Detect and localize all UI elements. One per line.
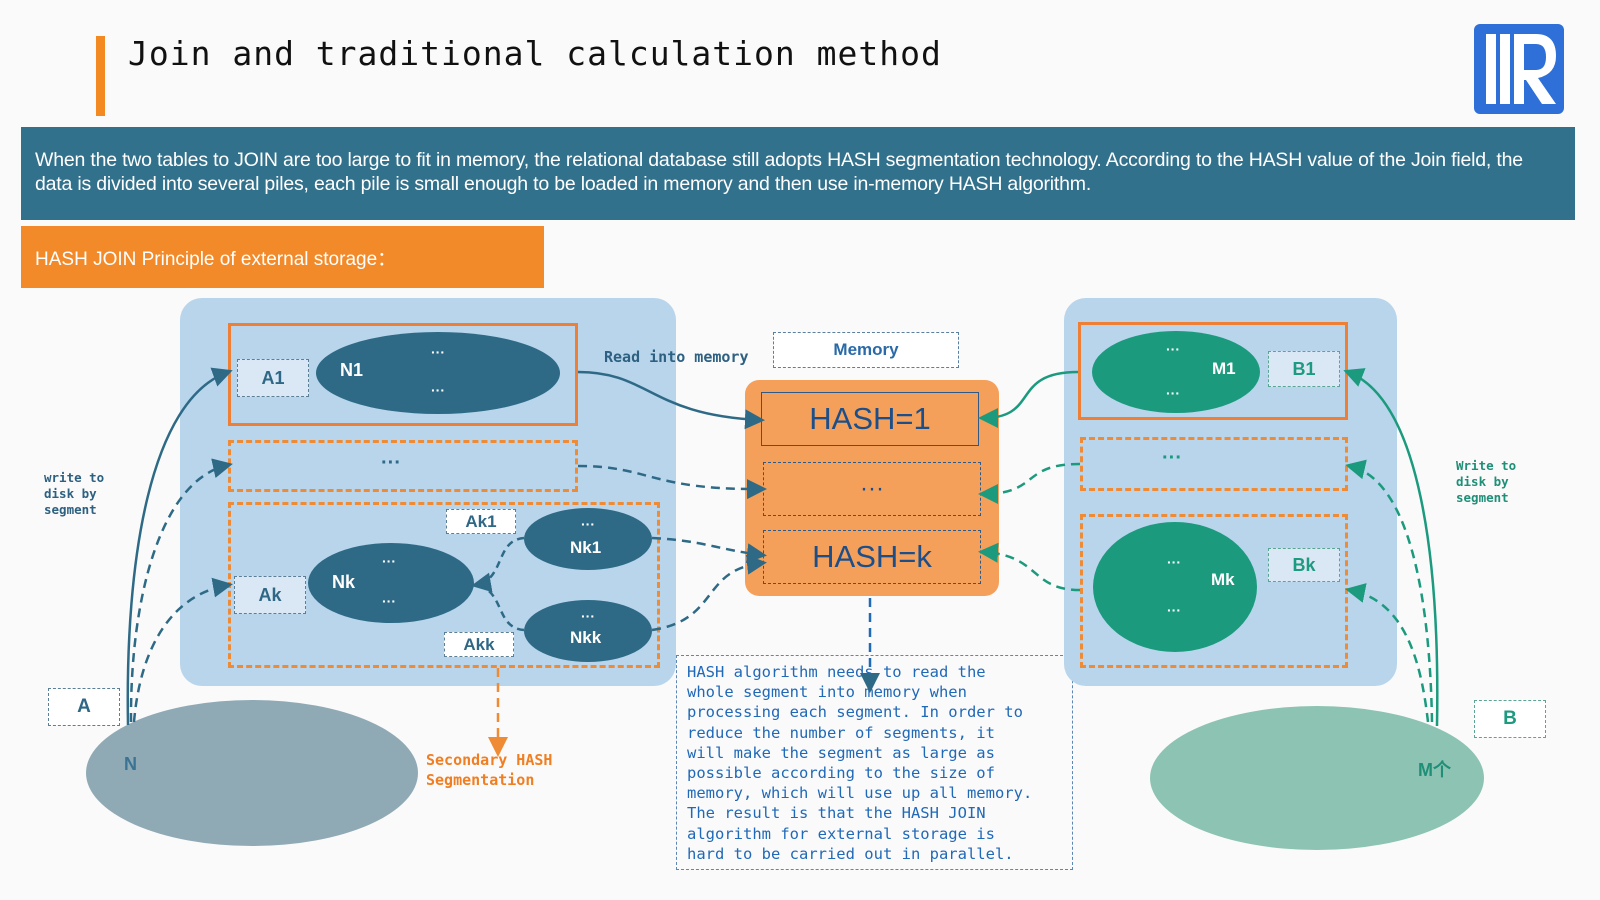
m1-dots-bottom: ··· [1166,385,1180,401]
n1-dots-bottom: ··· [431,382,445,398]
segment-middle-ellipsis: ··· [381,452,401,474]
m1-dots-top: ··· [1166,341,1180,357]
label-ak: Ak [234,576,306,614]
write-mid-arrow [129,458,233,723]
write-rmid-arrow [1345,459,1434,723]
n1-dots-top: ··· [431,344,445,360]
m1-to-hash1-arrow [978,370,1079,428]
mk-to-hashk-arrow [978,542,1081,592]
hash-algorithm-note: HASH algorithm needs to read the whole s… [676,655,1073,870]
logo-icon [1486,34,1556,104]
nk-dots-top: ··· [382,553,396,569]
write-b1-arrow [1343,368,1439,727]
nkk-to-nk-arrow [475,583,525,632]
nk1-to-hashk-arrow [651,536,767,564]
write-ak-arrow [132,577,233,723]
read-into-memory-label: Read into memory [604,348,749,366]
mk-dots-top: ··· [1167,554,1181,570]
right-write-note: Write to disk by segment [1456,458,1517,505]
ellipse-nk: Nk ··· ··· [308,543,474,623]
mk-dots-bottom: ··· [1167,602,1181,618]
ellipse-mk: ··· Mk ··· [1093,522,1257,652]
label-nkk: Nkk [570,628,602,647]
secondary-hash-note: Secondary HASH Segmentation [426,751,553,789]
nkk-dots: ··· [581,608,595,624]
right-segment-middle-ellipsis: ··· [1162,447,1182,469]
ellipse-n1: N1 ··· ··· [316,332,560,414]
nk1-dots: ··· [581,516,595,532]
label-m1: M1 [1212,359,1236,378]
nk-dots-bottom: ··· [382,593,396,609]
label-a1: A1 [237,359,309,397]
label-mk: Mk [1211,570,1235,589]
hash-k-slot: HASH=k [763,530,981,584]
section-heading: HASH JOIN Principle of external storage： [21,226,544,288]
label-m: M个 [1418,760,1451,780]
hash-1-slot: HASH=1 [761,392,979,446]
left-write-note: write to disk by segment [44,470,105,517]
label-nk1: Nk1 [570,538,602,557]
page-title: Join and traditional calculation method [128,34,942,73]
label-akk: Akk [444,632,514,657]
write-a1-arrow [126,367,233,726]
brand-logo [1474,24,1564,114]
memory-block [745,380,999,596]
memory-label: Memory [773,332,959,368]
table-m-ellipse: M个 [1150,706,1484,850]
ellipse-nkk: ··· Nkk [524,600,652,662]
nkk-to-hashk-arrow [651,554,767,632]
label-nk: Nk [332,572,356,592]
write-bk-arrow [1345,583,1430,723]
label-ak1: Ak1 [446,509,516,534]
ellipse-nk1: ··· Nk1 [524,508,652,570]
n1-to-hash1-arrow [577,370,765,430]
label-n: N [124,754,137,774]
title-accent-bar [96,36,105,116]
nk1-to-nk-arrow [471,536,525,593]
table-n-ellipse: N [86,700,418,846]
label-b: B [1474,700,1546,738]
rmid-to-hashmid-arrow [978,462,1081,504]
label-n1: N1 [340,360,364,380]
label-a: A [48,688,120,726]
label-b1: B1 [1268,351,1340,387]
ellipse-m1: ··· M1 ··· [1092,331,1260,413]
intro-banner: When the two tables to JOIN are too larg… [21,127,1575,220]
label-bk: Bk [1268,548,1340,582]
mid-to-hashmid-arrow [577,464,767,500]
